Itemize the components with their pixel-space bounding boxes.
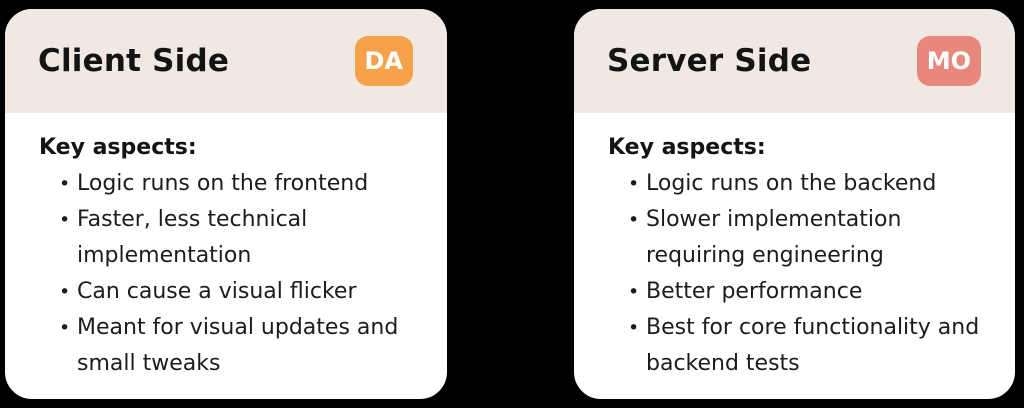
client-side-card-body: Key aspects: Logic runs on the frontend … — [5, 113, 447, 382]
card-title-client-side: Client Side — [38, 43, 230, 79]
list-item: Logic runs on the frontend — [59, 166, 421, 202]
key-aspects-heading: Key aspects: — [608, 135, 766, 160]
client-side-card-header: Client Side DA — [5, 9, 447, 113]
client-side-badge: DA — [354, 36, 413, 86]
server-side-card-body: Key aspects: Logic runs on the backend S… — [574, 113, 1015, 382]
server-side-card-header: Server Side MO — [574, 9, 1015, 113]
list-item: Meant for visual updates and small tweak… — [59, 310, 421, 382]
list-item: Best for core functionality and backend … — [628, 310, 989, 382]
list-item: Slower implementation requiring engineer… — [628, 202, 989, 274]
list-item: Better performance — [628, 274, 989, 310]
server-side-card: Server Side MO Key aspects: Logic runs o… — [571, 6, 1018, 402]
list-item: Logic runs on the backend — [628, 166, 989, 202]
server-side-badge-label: MO — [926, 47, 971, 75]
card-title-server-side: Server Side — [607, 43, 812, 79]
client-side-aspects-list: Logic runs on the frontend Faster, less … — [39, 166, 421, 382]
server-side-badge: MO — [916, 36, 981, 86]
key-aspects-heading: Key aspects: — [39, 135, 197, 160]
list-item: Faster, less technical implementation — [59, 202, 421, 274]
server-side-aspects-list: Logic runs on the backend Slower impleme… — [608, 166, 989, 382]
client-side-card: Client Side DA Key aspects: Logic runs o… — [2, 6, 450, 402]
list-item: Can cause a visual flicker — [59, 274, 421, 310]
client-side-badge-label: DA — [364, 47, 404, 75]
